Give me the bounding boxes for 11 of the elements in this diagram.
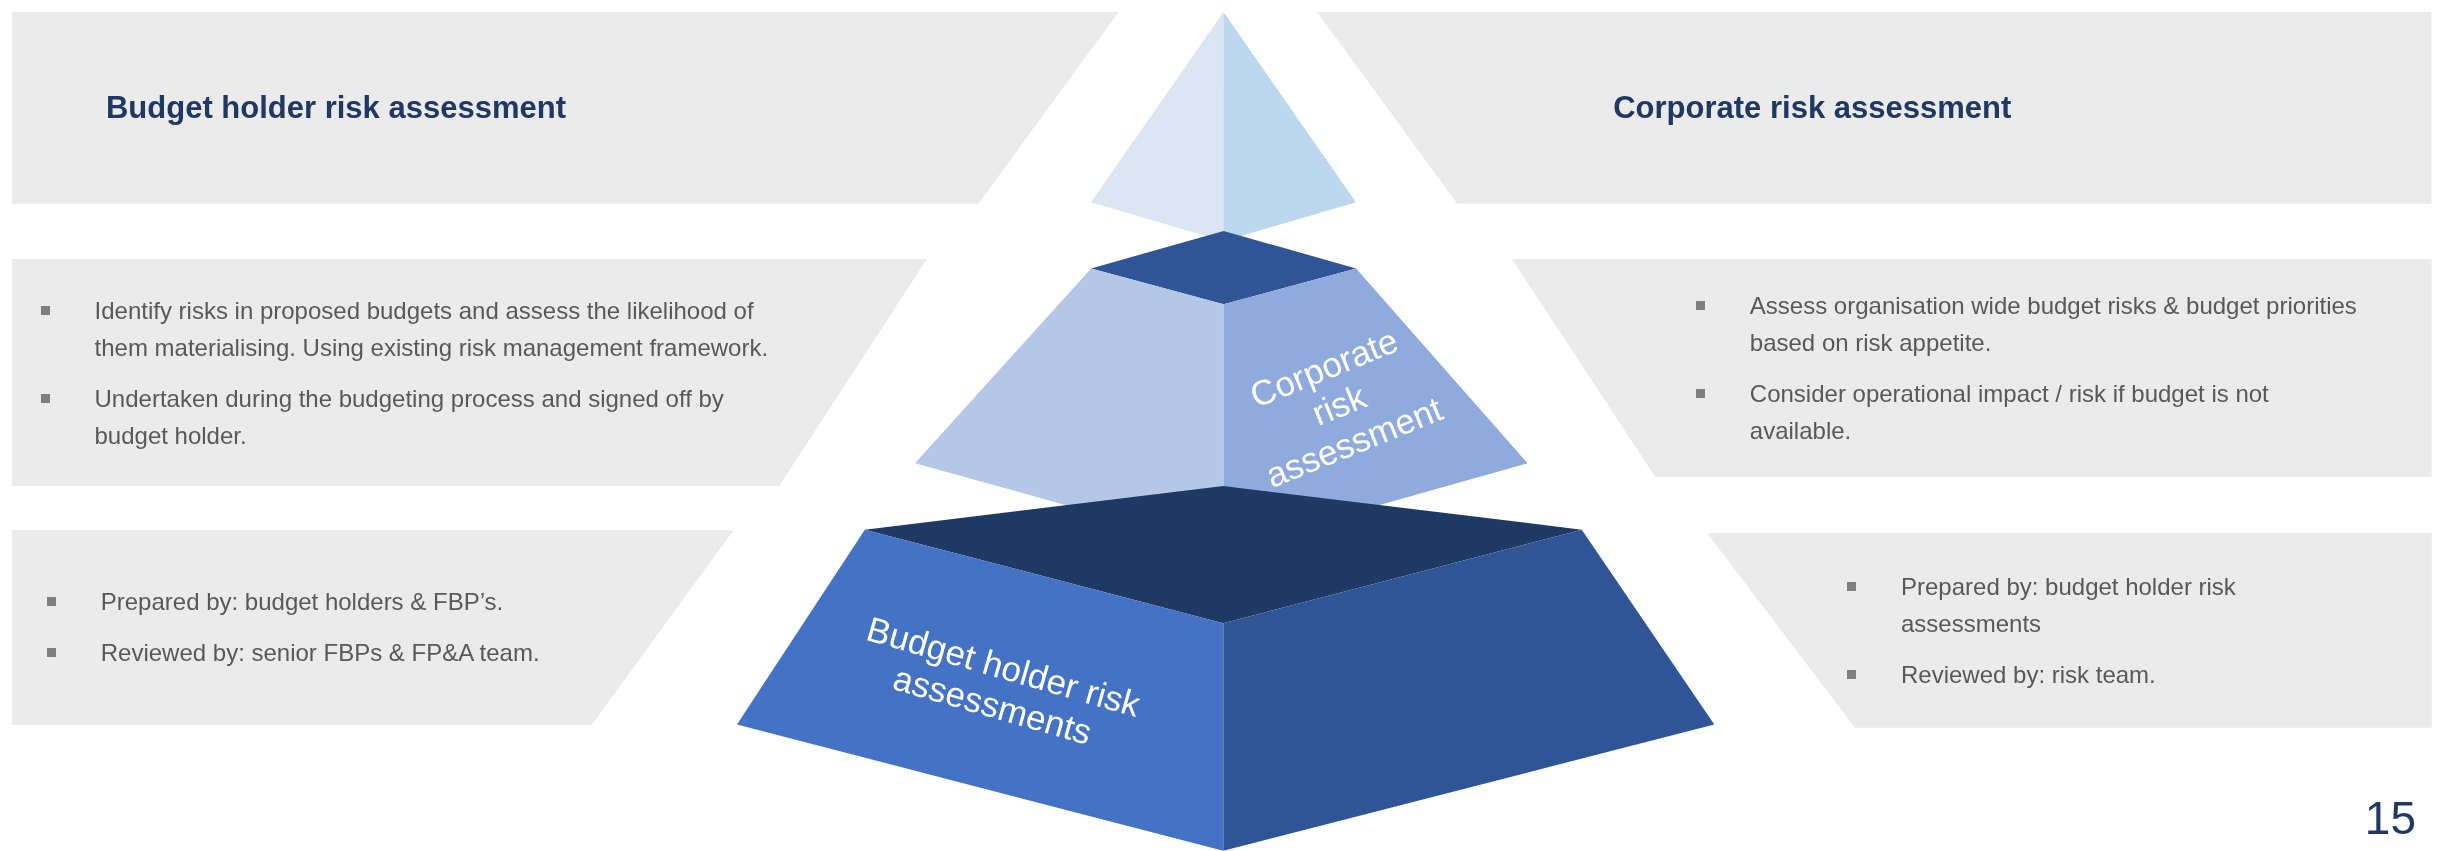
- heading: Corporate risk assessment: [1613, 88, 2012, 127]
- bullet-text: Prepared by: budget holder risk assessments: [1901, 571, 2237, 639]
- bullet-text: Identify risks in proposed budgets and assess the likelihood of them materialising. Using existing risk management framework.: [94, 295, 770, 363]
- bullet-text: Prepared by: budget holders & FBP’s.: [100, 587, 504, 618]
- page-number: 15: [2364, 795, 2416, 841]
- bullet-text: Assess organisation wide budget risks & budget priorities based on risk appetite.: [1749, 290, 2358, 358]
- bullet-text: Undertaken during the budgeting process and signed off by budget holder.: [94, 383, 725, 451]
- heading: Budget holder risk assessment: [106, 88, 566, 127]
- bullet-text: Reviewed by: risk team.: [1901, 659, 2156, 690]
- bullet-text: Consider operational impact / risk if budget is not available.: [1749, 378, 2270, 446]
- bullet-text: Reviewed by: senior FBPs & FP&A team.: [100, 638, 540, 669]
